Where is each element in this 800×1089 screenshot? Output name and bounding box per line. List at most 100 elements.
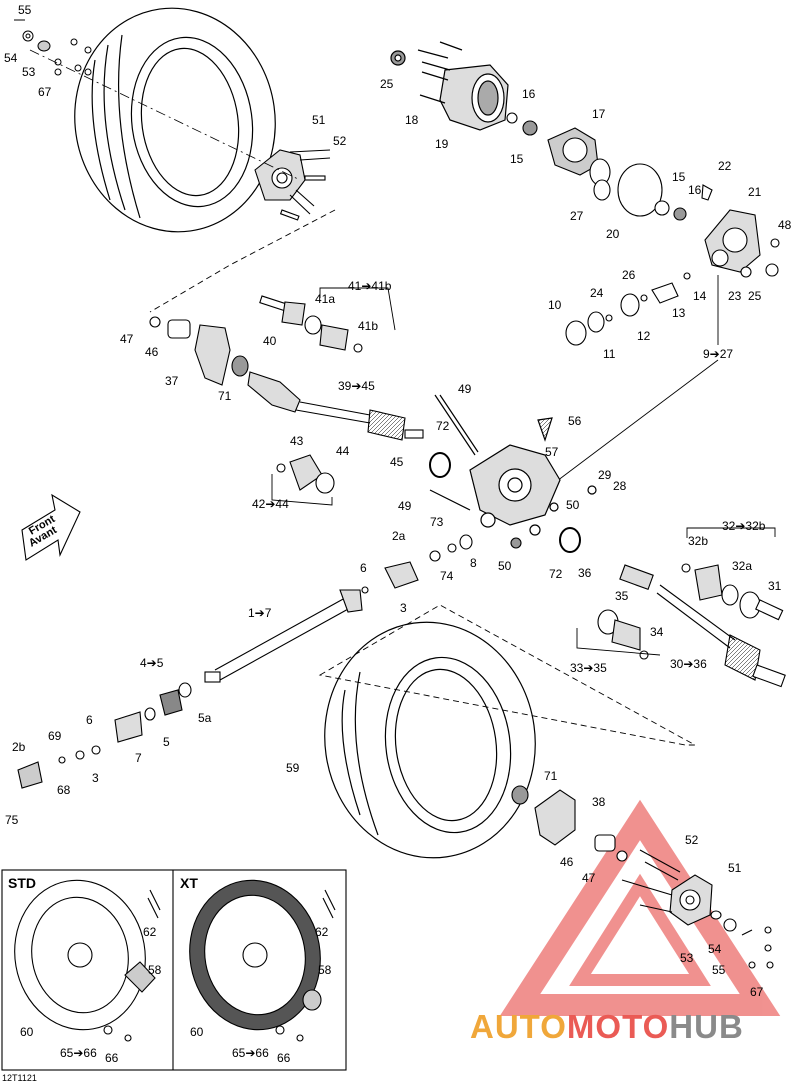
std-rim-60[interactable]	[3, 870, 161, 1042]
label-28: 28	[613, 479, 627, 493]
diff-housing-cover[interactable]	[390, 41, 509, 131]
label-51b: 51	[728, 861, 742, 875]
label-24: 24	[590, 286, 604, 300]
label-12: 12	[637, 329, 651, 343]
bracket-41-41b	[319, 287, 396, 331]
part-labels: 55 54 53 67 25 18 19 16 15 17 27 20 15 1…	[4, 3, 792, 1065]
label-51: 51	[312, 113, 326, 127]
right-boot-33[interactable]	[597, 609, 649, 660]
label-49: 49	[458, 382, 472, 396]
label-21: 21	[748, 185, 762, 199]
label-53b: 53	[680, 951, 694, 965]
label-39-45: 39➔45	[338, 379, 375, 393]
label-41b: 41b	[358, 319, 378, 333]
label-33-35: 33➔35	[570, 661, 607, 675]
diff-carrier-21[interactable]	[701, 184, 780, 278]
left-inner-joint-40[interactable]	[259, 295, 363, 353]
right-joint-31[interactable]	[681, 563, 784, 621]
logo-hub: HUB	[669, 1008, 744, 1045]
label-50: 50	[566, 498, 580, 512]
label-44: 44	[336, 444, 350, 458]
label-62-xt: 62	[315, 925, 329, 939]
label-53: 53	[22, 65, 36, 79]
xt-rim-60[interactable]	[178, 870, 336, 1042]
label-66-std: 66	[105, 1051, 119, 1065]
rear-hub-top[interactable]	[254, 149, 331, 221]
label-27: 27	[570, 209, 584, 223]
bracket-33	[576, 628, 661, 656]
left-knuckle-37[interactable]	[149, 316, 249, 386]
label-3b: 3	[92, 771, 99, 785]
label-30-36: 30➔36	[670, 657, 707, 671]
label-71: 71	[218, 389, 232, 403]
label-26: 26	[622, 268, 636, 282]
left-boot-42[interactable]	[276, 454, 335, 494]
coupler-group-4-5[interactable]	[144, 682, 192, 721]
assembly-dashed-top	[149, 209, 336, 313]
label-1-7: 1➔7	[248, 606, 272, 620]
label-25b: 25	[748, 289, 762, 303]
label-16b: 16	[688, 183, 702, 197]
label-20: 20	[606, 227, 620, 241]
label-69: 69	[48, 729, 62, 743]
leader-diff-link	[544, 359, 719, 491]
logo-moto: MOTO	[566, 1008, 670, 1045]
label-25: 25	[380, 77, 394, 91]
label-6b: 6	[86, 713, 93, 727]
label-5: 5	[163, 735, 170, 749]
label-68: 68	[57, 783, 71, 797]
label-17: 17	[592, 107, 606, 121]
label-5a: 5a	[198, 711, 212, 725]
label-60-std: 60	[20, 1025, 34, 1039]
label-56: 56	[568, 414, 582, 428]
right-knuckle-38[interactable]	[511, 785, 628, 862]
label-46b: 46	[560, 855, 574, 869]
label-46: 46	[145, 345, 159, 359]
label-45: 45	[390, 455, 404, 469]
label-71b: 71	[544, 769, 558, 783]
label-31: 31	[768, 579, 782, 593]
label-23: 23	[728, 289, 742, 303]
label-2a: 2a	[392, 529, 406, 543]
bracket-32	[686, 527, 776, 538]
label-40: 40	[263, 334, 277, 348]
label-55b: 55	[712, 963, 726, 977]
front-u-joint-2b[interactable]	[17, 711, 143, 789]
left-drive-shaft-39[interactable]	[247, 371, 424, 441]
label-66-xt: 66	[277, 1051, 291, 1065]
label-54b: 54	[708, 942, 722, 956]
label-32a: 32a	[732, 559, 752, 573]
propeller-shaft-1[interactable]	[204, 589, 363, 683]
label-67: 67	[38, 85, 52, 99]
label-49b: 49	[398, 499, 412, 513]
label-62-std: 62	[143, 925, 157, 939]
label-18: 18	[405, 113, 419, 127]
diff-bearings-ring-gear[interactable]	[506, 112, 687, 221]
label-19: 19	[435, 137, 449, 151]
center-differential[interactable]	[429, 394, 597, 553]
rear-left-tire[interactable]	[60, 0, 289, 245]
xt-label: XT	[180, 875, 198, 891]
label-6: 6	[360, 561, 367, 575]
label-73: 73	[430, 515, 444, 529]
label-75: 75	[5, 813, 19, 827]
right-drive-shaft-30[interactable]	[619, 564, 786, 688]
label-22: 22	[718, 159, 732, 173]
label-47b: 47	[582, 871, 596, 885]
label-43: 43	[290, 434, 304, 448]
label-38: 38	[592, 795, 606, 809]
wheel-inset-box	[1, 869, 347, 1071]
pinion-gear-group[interactable]	[565, 272, 691, 346]
label-32-32b: 32➔32b	[722, 519, 766, 533]
rear-hub-bottom[interactable]	[621, 849, 774, 969]
label-41-41b: 41➔41b	[348, 279, 392, 293]
label-52: 52	[333, 134, 347, 148]
u-joint-front-2a[interactable]	[361, 534, 522, 594]
label-72: 72	[436, 419, 450, 433]
automotohub-logo-text: AUTOMOTOHUB	[470, 1008, 744, 1046]
logo-auto: AUTO	[470, 1008, 567, 1045]
label-7: 7	[135, 751, 142, 765]
rear-right-tire-59[interactable]	[310, 609, 551, 872]
label-2b: 2b	[12, 740, 26, 754]
